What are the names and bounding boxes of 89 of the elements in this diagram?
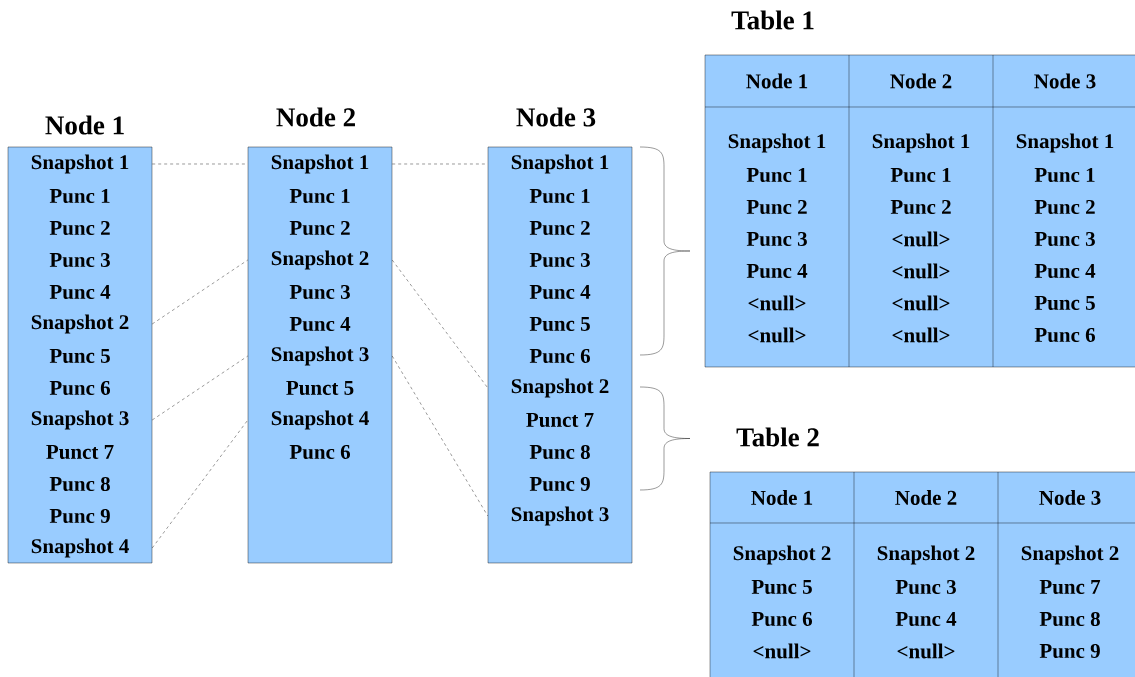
table-header: Node 3	[1034, 73, 1096, 89]
row-text: Punc 6	[289, 444, 351, 460]
column-box	[247, 107, 393, 564]
dashed-line	[152, 259, 248, 325]
table-cell: Snapshot 2	[1021, 545, 1119, 565]
row-text: Snapshot 1	[511, 154, 609, 174]
table-cell: Punc 3	[1034, 231, 1095, 247]
column-box	[7, 115, 153, 564]
row-text: Punc 4	[49, 284, 111, 300]
table-cell: <null>	[748, 295, 806, 311]
table-cell: Snapshot 1	[872, 133, 970, 153]
row-text: Punc 8	[529, 444, 590, 460]
table-header: Node 1	[751, 490, 813, 505]
row-text: Punc 2	[529, 220, 590, 236]
table-cell: <null>	[892, 327, 950, 343]
table-cell: Punc 5	[1034, 296, 1095, 310]
table-cell: Punc 1	[890, 167, 951, 183]
row-text: Snapshot 4	[31, 538, 129, 558]
table-cell: Punc 1	[1034, 167, 1095, 183]
table-cell: Punc 2	[1034, 199, 1095, 215]
dashed-line	[392, 163, 488, 165]
row-text: Punc 2	[49, 220, 110, 236]
row-text: Snapshot 3	[271, 346, 369, 366]
table-header: Node 3	[1039, 490, 1101, 505]
row-text: Punc 6	[49, 380, 111, 396]
row-text: Snapshot 1	[271, 154, 369, 174]
dashed-line	[152, 419, 248, 549]
row-text: Punc 9	[529, 476, 590, 492]
table-cell: <null>	[892, 295, 950, 311]
table-cell: Punc 3	[895, 579, 956, 595]
column-heading: Node 1	[45, 115, 124, 135]
row-text: Snapshot 1	[31, 154, 129, 174]
table-cell: <null>	[753, 643, 811, 659]
table-cell: Punc 4	[746, 263, 808, 279]
row-text: Punc 9	[49, 508, 110, 524]
row-text: Punc 6	[529, 348, 590, 364]
table-cell: <null>	[748, 327, 806, 343]
row-text: Snapshot 2	[511, 378, 609, 398]
row-text: Punct 5	[286, 381, 354, 395]
table-cell: Snapshot 1	[1016, 133, 1114, 153]
table-cell: Snapshot 2	[877, 545, 975, 565]
table-cell: <null>	[892, 263, 950, 279]
table-cell: Punc 8	[1039, 611, 1100, 627]
table-cell: <null>	[892, 231, 950, 247]
table-cell: Punc 6	[751, 611, 812, 627]
table-cell: Punc 5	[751, 580, 812, 594]
table-cell: Punc 6	[1034, 327, 1095, 343]
column-heading: Node 2	[276, 107, 355, 127]
table-title: Table 2	[736, 427, 819, 447]
row-text: Punc 4	[289, 316, 351, 332]
row-text: Snapshot 3	[31, 410, 129, 430]
table-cell: Punc 3	[746, 231, 807, 247]
table-title: Table 1	[731, 10, 814, 30]
row-text: Snapshot 2	[271, 250, 369, 270]
table-cell: Punc 2	[746, 199, 807, 215]
table-header: Node 2	[890, 73, 952, 89]
row-text: Snapshot 3	[511, 506, 609, 526]
table-cell: <null>	[897, 643, 955, 659]
column-box	[487, 107, 633, 564]
dashed-line	[152, 163, 248, 165]
row-text: Punc 1	[529, 188, 590, 204]
row-text: Punc 3	[49, 252, 110, 268]
table-header: Node 1	[746, 73, 808, 89]
table-cell: Snapshot 1	[728, 133, 826, 153]
row-text: Punc 3	[289, 284, 350, 300]
row-text: Punc 8	[49, 476, 110, 492]
row-text: Punc 2	[289, 220, 350, 236]
row-text: Snapshot 2	[31, 314, 129, 334]
table-cell: Punc 2	[890, 199, 951, 215]
table-header: Node 2	[895, 490, 957, 505]
table-cell: Punc 4	[1034, 263, 1096, 279]
row-text: Punc 1	[49, 188, 110, 204]
dashed-line	[392, 259, 488, 389]
column-heading: Node 3	[516, 107, 596, 127]
row-text: Punc 5	[529, 317, 590, 331]
row-text: Punc 5	[49, 349, 110, 363]
table-cell: Snapshot 2	[733, 545, 831, 565]
table-cell: Punc 4	[895, 611, 957, 627]
row-text: Snapshot 4	[271, 410, 369, 430]
table-cell: Punc 7	[1039, 580, 1101, 594]
row-text: Punc 1	[289, 188, 350, 204]
row-text: Punct 7	[526, 413, 594, 427]
dashed-line	[392, 355, 488, 517]
row-text: Punc 4	[529, 284, 591, 300]
row-text: Punct 7	[46, 445, 114, 459]
row-text: Punc 3	[529, 252, 590, 268]
dashed-line	[152, 355, 248, 421]
table-cell: Punc 9	[1039, 643, 1100, 659]
table-cell: Punc 1	[746, 167, 807, 183]
